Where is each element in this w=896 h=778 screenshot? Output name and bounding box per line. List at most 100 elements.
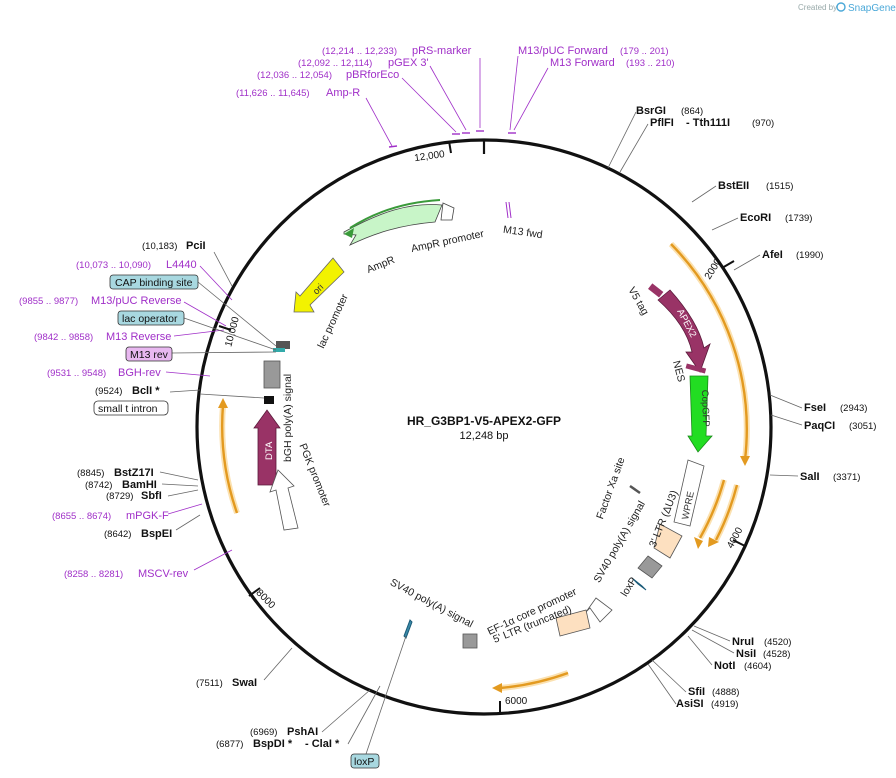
tick-10000 — [218, 325, 232, 331]
nes-label: NES — [670, 359, 687, 383]
paqci-pos: (3051) — [849, 421, 876, 432]
dta-label: DTA — [264, 441, 275, 460]
pshai-name: PshAI — [287, 726, 318, 738]
nrui-leader — [693, 625, 731, 642]
plasmid-name: HR_G3BP1-V5-APEX2-GFP — [407, 414, 561, 428]
orf-arc-right2-head — [708, 537, 719, 547]
sali-name: SalI — [800, 471, 820, 483]
m13-rev-box — [125, 346, 173, 362]
bcli-name: BclI * — [132, 385, 160, 397]
m13rev-box-leader — [171, 351, 277, 354]
tick-label-12000: 12,000 — [414, 149, 446, 164]
factor-xa-mark — [629, 484, 641, 495]
apex2-label: APEX2 — [674, 307, 698, 339]
bsteii-leader — [691, 185, 717, 203]
boxed-labels: CAP binding site lac operator M13 rev sm… — [93, 274, 407, 769]
nsii-name: NsiI — [736, 648, 756, 660]
factor-xa-label: Factor Xa site — [594, 456, 627, 521]
tick-label-4000: 4000 — [725, 525, 745, 550]
bspei-pos: (8642) — [104, 529, 131, 540]
bamhi-pos: (8742) — [85, 480, 112, 491]
fsei-name: FseI — [804, 402, 826, 414]
m13-rev-box-label: M13 rev — [130, 349, 169, 361]
ampr-orf-head — [344, 228, 354, 238]
afei-pos: (1990) — [796, 250, 823, 261]
asisi-leader — [647, 663, 677, 705]
wpre-box — [673, 459, 705, 527]
sv40-polya-bottom-box — [462, 633, 478, 649]
bspdi-pos: (6877) — [216, 739, 243, 750]
bamhi-leader — [161, 483, 199, 487]
mscvrev-name: MSCV-rev — [138, 568, 189, 580]
pbr-pos: (12,036 .. 12,054) — [257, 70, 332, 81]
l4440-name: L4440 — [166, 259, 197, 271]
bsteii-pos: (1515) — [766, 181, 793, 192]
m13fwd-name: M13 Forward — [550, 57, 615, 69]
backbone-ticks — [218, 140, 746, 714]
copgfp-arrow — [687, 375, 713, 453]
ecori-name: EcoRI — [740, 212, 771, 224]
lacop-leader — [183, 317, 277, 351]
tick-4000 — [732, 539, 746, 547]
pshai-leader — [321, 689, 371, 733]
pgex-name: pGEX 3' — [388, 57, 429, 69]
m13-fwd-label: M13 fwd — [502, 224, 543, 241]
mpgkf-pos: (8655 .. 8674) — [52, 511, 111, 522]
pbr-leader — [401, 77, 457, 133]
sfii-name: SfiI — [688, 686, 705, 698]
m13puc-pos: (179 .. 201) — [620, 46, 669, 57]
lac-operator-box — [117, 310, 185, 326]
mpgkf-name: mPGK-F — [126, 510, 169, 522]
afei-name: AfeI — [762, 249, 783, 261]
ltr3-box — [653, 523, 683, 559]
bsrgi-leader — [607, 111, 637, 169]
l4440-leader — [199, 265, 233, 301]
sites-left: PshAI (6969) BspDI * - ClaI * (6877) Swa… — [77, 240, 381, 750]
pgk-promoter-arrow — [269, 469, 299, 531]
copgfp-label: CopGFP — [699, 390, 711, 427]
swai-leader — [263, 647, 293, 681]
sfii-leader — [651, 659, 687, 693]
sfii-pos: (4888) — [712, 687, 739, 698]
ampr-promoter-arrow — [440, 202, 455, 221]
primers-left: L4440 (10,073 .. 10,090) M13/pUC Reverse… — [19, 259, 233, 580]
sbfi-pos: (8729) — [106, 491, 133, 502]
bspei-name: BspEI — [141, 528, 172, 540]
ecori-leader — [711, 217, 739, 231]
clai-name: - ClaI * — [305, 738, 340, 750]
bspei-leader — [175, 514, 201, 531]
lac-operator-label: lac operator — [122, 313, 178, 325]
m13pucrev-name: M13/pUC Reverse — [91, 295, 181, 307]
l4440-pos: (10,073 .. 10,090) — [76, 260, 151, 271]
m13rev-pos: (9842 .. 9858) — [34, 332, 93, 343]
m13fwd-pos: (193 .. 210) — [626, 58, 675, 69]
ampr-primer-pos: (11,626 .. 11,645) — [236, 88, 310, 99]
primers-top: pRS-marker (12,214 .. 12,233) pGEX 3' (1… — [236, 45, 675, 148]
orf-arc-right-head — [740, 456, 750, 466]
noti-leader — [687, 635, 713, 666]
loxp-right-mark — [631, 577, 647, 591]
ampr-promoter-label: AmpR promoter — [410, 228, 485, 255]
lac-promoter-label: lac promoter — [315, 292, 351, 350]
afei-leader — [733, 254, 761, 271]
small-t-intron-mark — [264, 396, 274, 404]
smallt-leader — [199, 393, 265, 399]
ampr-primer-mark — [388, 145, 398, 148]
tick-label-2000: 2000 — [703, 257, 724, 282]
pgk-label: PGK promoter — [296, 442, 332, 509]
tick-12000 — [448, 140, 452, 154]
loxp-box-leader — [365, 635, 407, 755]
ampr-orf-line — [349, 199, 441, 229]
snapgene-brand: SnapGene — [848, 3, 896, 14]
prs-name: pRS-marker — [412, 45, 472, 57]
cap-leader — [197, 281, 277, 347]
bghrev-pos: (9531 .. 9548) — [47, 368, 106, 379]
nsii-pos: (4528) — [763, 649, 790, 660]
paqci-leader — [770, 414, 803, 426]
ampr-primer-leader — [365, 97, 393, 147]
tick-label-6000: 6000 — [505, 696, 528, 707]
ef1a-promoter-arrow — [585, 597, 613, 623]
m13-fwd-mark — [505, 201, 509, 219]
small-t-intron-box — [93, 400, 169, 416]
